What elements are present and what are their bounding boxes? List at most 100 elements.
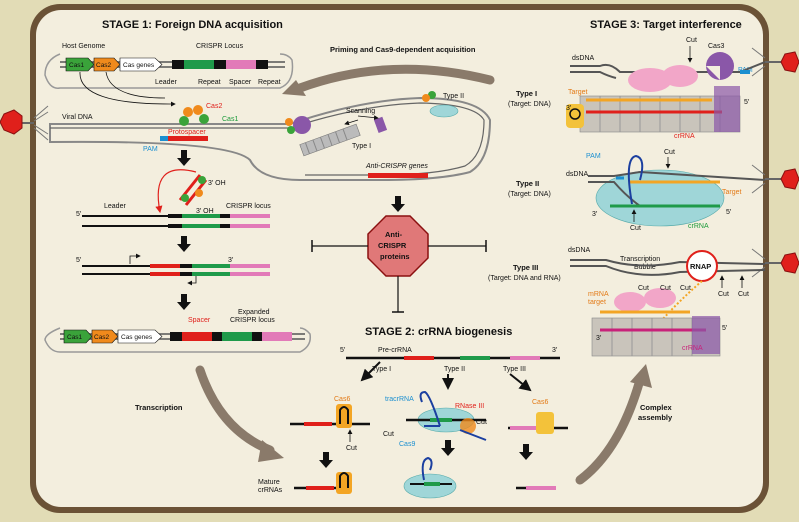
step-arrow-1 [177,150,191,166]
transcription-arrow [195,365,275,455]
cut-a-s3: Cut [686,37,697,44]
stage2-title: STAGE 2: crRNA biogenesis [365,326,512,338]
s3-type2: Type II [516,179,539,188]
cas3-scanning [285,116,311,134]
s3-type3-sub: (Target: DNA and RNA) [488,275,561,282]
viral-dna-label: Viral DNA [62,114,93,121]
cut-b1-s3: Cut [664,149,675,156]
cascade-scanning [299,123,361,157]
crispr-locus-label: CRISPR Locus [196,43,244,50]
mature-type3 [516,486,556,490]
cas2-gene-arrow-b: Cas2 [91,329,119,344]
transcription-label: Transcription [135,403,183,412]
s3-type2-sub: (Target: DNA) [508,191,551,198]
type1-interference [566,52,766,133]
expanded-crispr-array [170,332,292,341]
mrna-label-1: mRNA [588,291,609,298]
leader-label: Leader [155,79,177,86]
locus-strands-a [82,214,270,228]
cas-expression-arrow-1 [79,71,176,107]
svg-text:Cas2: Cas2 [94,334,110,341]
pam-b: PAM [586,153,601,160]
cas6-b-label: Cas6 [532,399,548,406]
step-arrow-2 [177,236,191,252]
locus-strands-b [82,253,270,286]
cas1-gene-arrow-b: Cas1 [63,329,93,344]
anti-crispr-line-1: Anti- [385,230,403,239]
anti-crispr-line-2: CRISPR [378,241,407,250]
dsdna-b: dsDNA [566,171,589,178]
integration-intermediate [178,174,208,206]
s2-type1: Type I [372,366,391,373]
anti-crispr-line-3: proteins [380,252,410,261]
cas-expression-arrow-2 [105,71,166,99]
type3-interference [570,250,766,357]
leader-label-2: Leader [104,203,126,210]
cut-c1: Cut [638,285,649,292]
cas6-a-label: Cas6 [334,396,350,403]
pre-crrna-strand [346,356,560,360]
five-b: 5′ [726,209,732,216]
cut-a-label: Cut [346,445,357,452]
anti-crispr-gene-bar [368,173,428,178]
type2-cas2 [422,94,430,102]
complex-label-1: Complex [640,403,673,412]
cut-b2-s3: Cut [630,225,641,232]
type2-cas1 [428,91,436,99]
bubble-label-1: Transcription [620,256,660,263]
cas3-label: Cas3 [708,43,724,50]
mature-label-2: crRNAs [258,487,283,494]
protospacer-bar [168,136,208,141]
spacer-red-label: Spacer [188,317,211,324]
svg-text:Cas1: Cas1 [67,334,83,341]
tracrrna-label: tracrRNA [385,396,414,403]
type2-processing [406,390,487,441]
type1-processing [290,404,370,428]
s2-type2: Type II [444,366,465,373]
protospacer-label: Protospacer [168,129,206,136]
scanning-arrow [357,115,379,120]
virus-right-1 [751,47,799,77]
s2-type3: Type III [503,366,526,373]
cas2-gene-arrow: Cas2 [93,57,121,72]
rnase3-label: RNase III [455,403,484,410]
priming-arrowhead [282,80,306,96]
svg-text:Cas genes: Cas genes [123,62,155,69]
cas-genes-arrow-b: Cas genes [117,329,163,344]
crrna-c: crRNA [682,345,703,352]
three-prime-b: 3′ [228,257,234,264]
pre-crrna-3: 3′ [552,347,558,354]
complex-arrowhead [630,364,652,388]
target-b: Target [722,189,742,196]
s2-arrow-1 [360,361,381,382]
five-a: 5′ [744,99,750,106]
cas1-label: Cas1 [222,116,238,123]
virus-right-3 [751,248,799,278]
cas1-cas2-complex [179,105,209,126]
priming-label: Priming and Cas9-dependent acquisition [330,45,476,54]
three-b: 3′ [592,211,598,218]
expanded-label-1: Expanded [238,309,270,316]
complex-label-2: assembly [638,413,673,422]
pre-crrna-5: 5′ [340,347,346,354]
dsdna-a: dsDNA [572,55,595,62]
cut-b1-label: Cut [383,431,394,438]
five-prime-a: 5′ [76,211,82,218]
host-genome-label: Host Genome [62,43,105,50]
type1-scan-label: Type I [352,143,371,150]
pre-crrna-label: Pre-crRNA [378,347,412,354]
three-oh-a: 3′ OH [208,180,226,187]
crrna-b: crRNA [688,223,709,230]
stage1-title: STAGE 1: Foreign DNA acquisition [102,19,283,31]
cut-c4: Cut [718,291,729,298]
bubble-label-2: Bubble [634,264,656,271]
cas9-label: Cas9 [399,441,415,448]
cas2-label: Cas2 [206,103,222,110]
type3-processing [508,412,568,434]
crispr-locus-label-2: CRISPR locus [226,203,271,210]
pam-label: PAM [143,146,158,153]
svg-text:Cas2: Cas2 [96,62,112,69]
mature-type1 [294,472,352,494]
cut-b2-label: Cut [476,419,487,426]
